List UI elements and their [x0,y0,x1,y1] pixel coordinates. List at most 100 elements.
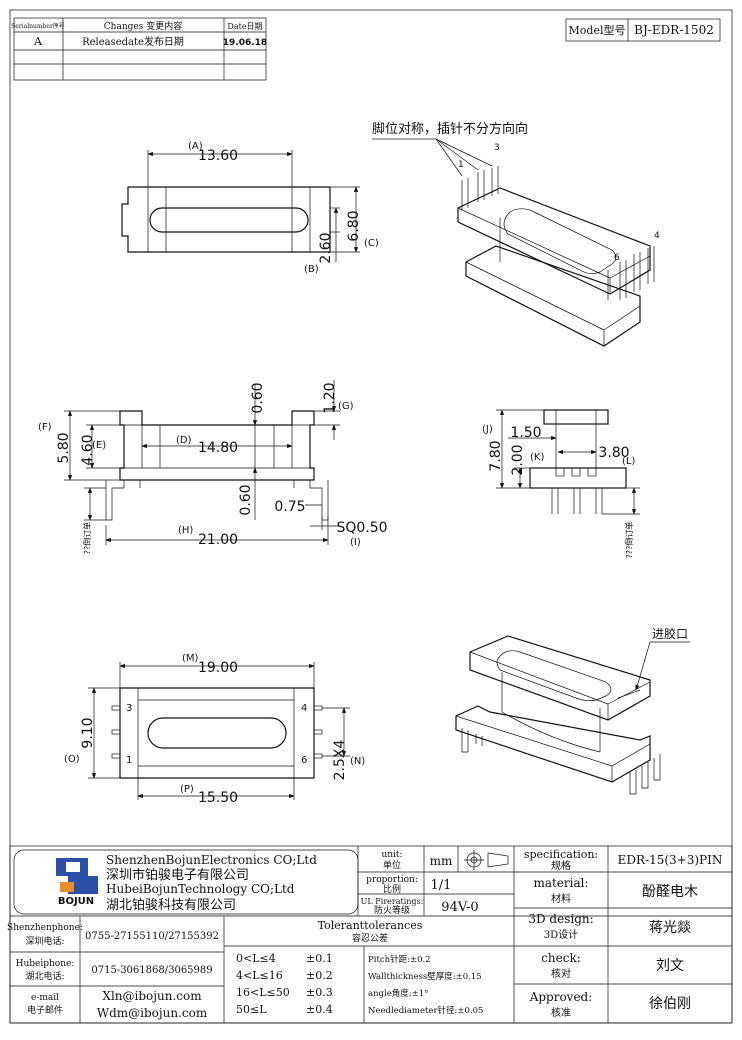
revision-table: Serialnumber序号 Changes 变更内容 Date日期 A Rel… [11,17,267,81]
isometric-view-top: 脚位对称，插针不分方向向 1 3 4 6 [372,121,660,347]
side-k-value: 2.00 [510,444,526,475]
top-view: (A) 13.60 6.80 (C) 2.60 (B) [121,141,379,275]
company-logo: BOJUN [56,858,98,907]
email-2: Wdm@ibojun.com [97,1006,208,1020]
tol-range-2: 16<L≤50 [236,986,290,999]
ul-label-cn: 防火等级 [374,904,410,916]
material-label: material: [533,876,588,890]
side-j-value: 1.50 [510,425,541,441]
bottom-pin-4: 4 [301,703,307,714]
approved-label-cn: 核准 [551,1006,571,1019]
dim-a-label: (A) [188,141,203,152]
note-needle: Needlediameter针径:±0.05 [368,1005,483,1016]
dim-pin-offset: 0.75 [274,499,305,515]
hb-phone-label: Hubeiphone: [16,959,75,969]
model-value: BJ-EDR-1502 [634,23,714,37]
proportion-value: 1/1 [431,878,452,893]
bottom-pin-3: 3 [126,703,132,714]
spec-label: specification: [524,848,598,861]
dim-g-label: (G) [338,401,354,412]
dim-a-value: 13.60 [198,148,238,164]
side-l-label: (L) [622,456,635,467]
material-value: 酚醛电木 [642,884,698,900]
dim-g-value: 1.20 [322,382,338,413]
design-label: 3D design: [528,912,593,926]
approved-value: 徐伯刚 [649,996,691,1012]
dim-h-label: (H) [178,525,193,536]
tol-range-0: 0<L≤4 [236,952,276,965]
unit-value: mm [430,854,453,868]
check-label-cn: 核对 [551,967,571,980]
tol-value-1: ±0.2 [306,969,333,982]
side-view: 7.80 2.00 (K) 1.50 (J) 3.80 (L) ???倒订单 [482,409,640,559]
rev-row-serial: A [33,35,43,48]
gate-label: 进胶口 [652,626,688,641]
bottom-n-label: (N) [350,756,365,767]
tol-title-cn: 容忍公差 [352,932,388,944]
dim-f-label: (F) [38,422,52,433]
dim-c-value: 6.80 [346,210,362,241]
company-en-2: HubeiBojunTechnology CO;Ltd [106,882,295,896]
bottom-pin-1: 1 [126,755,132,766]
side-k-label: (K) [530,452,544,463]
rev-header-date: Date日期 [227,22,262,31]
rev-row-changes: Releasedate发布日期 [82,35,184,48]
unit-label-cn: 单位 [383,859,401,871]
bottom-p-value: 15.50 [198,790,238,806]
unit-label: unit: [381,850,402,860]
dim-h-value: 21.00 [198,532,238,548]
design-value: 蒋光燚 [649,920,691,936]
note-pitch: Pitch针距:±0.2 [368,954,431,965]
side-total: 7.80 [488,440,504,471]
front-view: 5.80 (F) 4.60 (E) (D) 14.80 1.20 (G) 0.6… [38,380,388,554]
email-label: e-mail [31,993,59,1003]
tol-value-3: ±0.4 [306,1003,333,1016]
email-1: Xln@ibojun.com [102,989,202,1003]
dim-d-value: 14.80 [198,440,238,456]
title-block: BOJUN ShenzhenBojunElectronics CO;Ltd 深圳… [7,845,733,1024]
rev-row-date: 19.06.18 [223,38,267,48]
tol-range-1: 4<L≤16 [236,969,283,982]
bottom-o-label: (O) [64,754,80,765]
dim-pin-len: ??倒订单 [82,522,92,555]
company-en-1: ShenzhenBojunElectronics CO;Ltd [106,853,317,867]
bottom-o-value: 9.10 [80,717,96,748]
sz-phone-label: Shenzhenphone: [7,923,83,933]
ul-value: 94V-0 [441,900,478,915]
dim-bot-thk: 0.60 [238,484,254,515]
design-label-cn: 3D设计 [544,928,578,941]
side-pin-len: ???倒订单 [624,522,634,559]
dim-d-label: (D) [176,435,192,446]
dim-i-label: (I) [350,537,361,548]
dim-e-value: 4.60 [80,434,96,465]
dim-top-thk: 0.60 [250,382,266,413]
dim-b-label: (B) [304,264,319,275]
dim-pin-sq: SQ0.50 [336,520,387,536]
check-value: 刘文 [656,958,684,974]
tol-title: Toleranttolerances [318,919,423,932]
bottom-n-value: 2.5X4 [332,740,348,781]
proportion-label-cn: 比例 [383,883,401,895]
proportion-label: proportion: [366,875,418,885]
side-j-label: (J) [482,424,493,435]
iso-pin-1: 1 [458,160,464,170]
rev-header-changes: Changes 变更内容 [104,20,182,32]
logo-text: BOJUN [58,896,94,907]
tol-range-3: 50≤L [236,1003,267,1016]
isometric-view-bottom: 进胶口 [455,626,690,795]
rev-header-serial: Serialnumber序号 [11,22,65,30]
dim-b-value: 2.60 [318,232,334,263]
iso-pin-3: 3 [494,143,500,153]
dim-e-label: (E) [92,440,106,451]
hb-phone: 0715-3061868/3065989 [91,965,212,976]
iso-pin-4: 4 [654,231,660,241]
pin-note: 脚位对称，插针不分方向向 [372,121,528,137]
check-label: check: [541,951,581,965]
note-wall: Wallthickness壁厚度:±0.15 [368,971,482,982]
sz-phone-label-cn: 深圳电话: [25,935,64,947]
spec-value: EDR-15(3+3)PIN [618,853,723,867]
approved-label: Approved: [529,990,593,1004]
bottom-p-label: (P) [180,784,194,795]
